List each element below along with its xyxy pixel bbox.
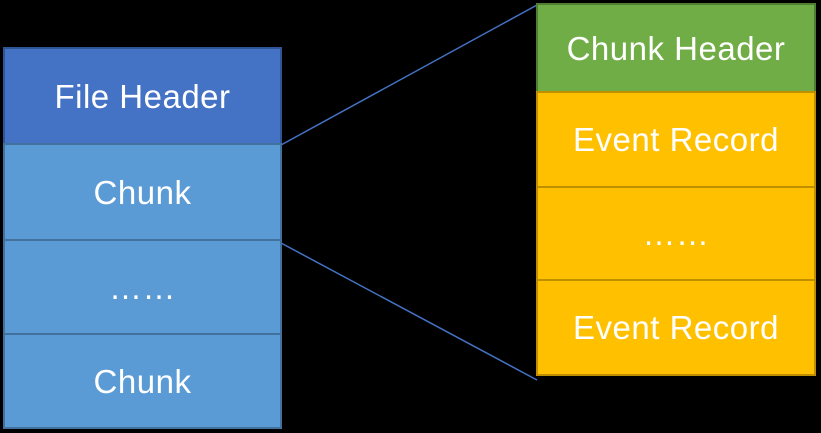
event-record-section-1: Event Record <box>536 91 816 188</box>
file-ellipsis-label: …… <box>109 268 176 306</box>
chunk-label-2: Chunk <box>93 362 192 400</box>
chunk-header-section: Chunk Header <box>536 3 816 93</box>
event-record-label-1: Event Record <box>573 121 779 158</box>
file-ellipsis-section: …… <box>3 239 282 335</box>
chunk-ellipsis-label: …… <box>642 215 710 252</box>
file-structure-box: File Header Chunk …… Chunk <box>3 47 282 431</box>
chunk-section-1: Chunk <box>3 143 282 241</box>
file-header-section: File Header <box>3 47 282 145</box>
chunk-section-2: Chunk <box>3 333 282 429</box>
chunk-label-1: Chunk <box>93 173 192 211</box>
chunk-header-label: Chunk Header <box>566 29 786 67</box>
chunk-structure-box: Chunk Header Event Record …… Event Recor… <box>536 3 816 382</box>
chunk-ellipsis-section: …… <box>536 186 816 281</box>
event-record-section-2: Event Record <box>536 279 816 376</box>
connector-line-top <box>280 4 538 146</box>
connector-line-bottom <box>280 242 538 381</box>
file-header-label: File Header <box>54 77 231 115</box>
event-record-label-2: Event Record <box>573 309 779 346</box>
